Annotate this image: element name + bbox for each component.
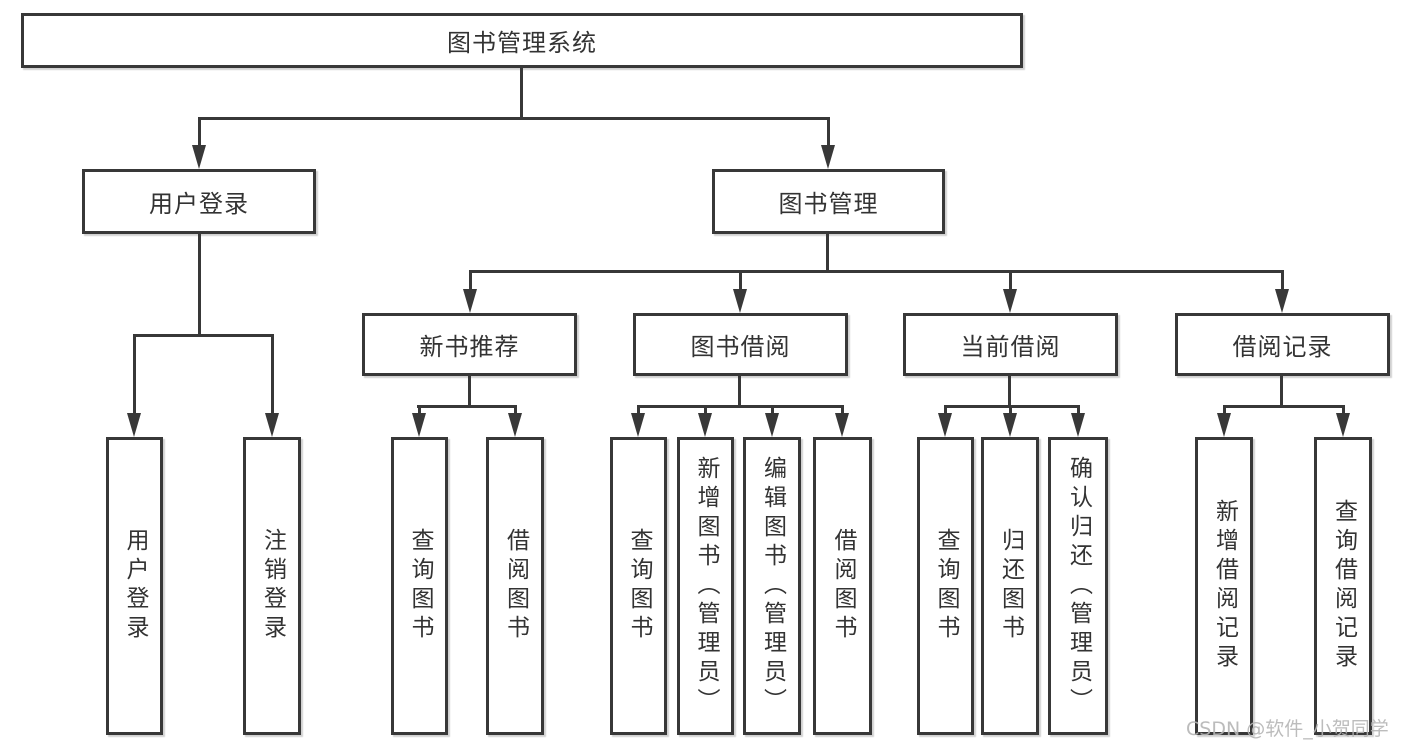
node-book-management: 图书管理	[712, 169, 945, 234]
arrow-bb-edit-books	[765, 405, 779, 437]
connector-user-login-span	[133, 334, 274, 337]
connector-br-span	[1223, 405, 1345, 408]
leaf-label: 编辑图书（管理员）	[759, 455, 786, 717]
node-label: 图书管理	[778, 190, 879, 218]
leaf-label: 新增图书（管理员）	[693, 455, 719, 717]
node-label: 用户登录	[149, 190, 249, 218]
arrow-to-book-borrow	[733, 270, 747, 313]
leaf-br-add-record: 新增借阅记录	[1195, 437, 1253, 735]
leaf-label: 借阅图书	[502, 528, 529, 644]
arrow-to-borrow-record	[1275, 270, 1289, 313]
node-label: 当前借阅	[960, 333, 1061, 361]
arrow-to-book-management	[821, 117, 835, 169]
leaf-label: 用户登录	[122, 528, 148, 644]
connector-user-login-drop	[198, 234, 201, 337]
arrow-to-logout-leaf	[265, 334, 279, 437]
arrow-bb-query-books	[631, 405, 645, 437]
leaf-bb-edit-books-admin: 编辑图书（管理员）	[743, 437, 801, 735]
arrow-nbr-query-books	[412, 405, 426, 437]
csdn-watermark: CSDN @软件_小贺同学	[1186, 718, 1389, 740]
arrow-bb-add-books	[698, 405, 712, 437]
arrow-nbr-borrow-books	[508, 405, 522, 437]
leaf-label: 注销登录	[259, 528, 286, 644]
node-library-management-system: 图书管理系统	[21, 13, 1023, 68]
connector-cb-drop	[1008, 376, 1011, 408]
leaf-nbr-query-books: 查询图书	[391, 437, 448, 735]
arrow-to-current-borrow	[1003, 270, 1017, 313]
connector-nbr-drop	[468, 376, 471, 408]
arrow-to-new-book-rec	[463, 270, 477, 313]
connector-bb-span	[637, 405, 844, 408]
node-label: 图书借阅	[690, 333, 791, 361]
node-book-borrowing: 图书借阅	[633, 313, 848, 376]
connector-root-span	[198, 117, 830, 120]
leaf-bb-query-books: 查询图书	[610, 437, 667, 735]
node-new-book-recommendation: 新书推荐	[362, 313, 577, 376]
leaf-label: 查询图书	[407, 528, 433, 644]
arrow-cb-query-books	[938, 405, 952, 437]
arrow-br-query-record	[1336, 405, 1350, 437]
leaf-label: 查询图书	[933, 528, 959, 644]
leaf-logout: 注销登录	[243, 437, 301, 735]
connector-bb-drop	[738, 376, 741, 408]
leaf-label: 归还图书	[997, 528, 1024, 644]
leaf-label: 新增借阅记录	[1211, 499, 1238, 673]
node-current-borrowing: 当前借阅	[903, 313, 1118, 376]
arrow-cb-return-books	[1003, 405, 1017, 437]
arrow-bb-borrow-books	[835, 405, 849, 437]
leaf-user-login: 用户登录	[106, 437, 163, 735]
node-label: 借阅记录	[1232, 333, 1333, 361]
leaf-cb-confirm-return-admin: 确认归还（管理员）	[1048, 437, 1108, 735]
connector-br-drop	[1280, 376, 1283, 408]
leaf-cb-query-books: 查询图书	[917, 437, 974, 735]
leaf-bb-borrow-books: 借阅图书	[813, 437, 872, 735]
leaf-label: 查询图书	[626, 528, 652, 644]
connector-cb-span	[944, 405, 1080, 408]
leaf-br-query-record: 查询借阅记录	[1314, 437, 1372, 735]
connector-book-mgmt-span	[469, 270, 1284, 273]
node-label: 新书推荐	[419, 333, 520, 361]
arrow-to-login-leaf	[127, 334, 141, 437]
node-label: 图书管理系统	[447, 29, 597, 57]
leaf-cb-return-books: 归还图书	[981, 437, 1039, 735]
arrow-to-user-login	[192, 117, 206, 169]
connector-root-drop	[520, 68, 523, 119]
leaf-label: 借阅图书	[830, 528, 856, 644]
leaf-nbr-borrow-books: 借阅图书	[486, 437, 544, 735]
node-user-login-group: 用户登录	[82, 169, 316, 234]
leaf-bb-add-books-admin: 新增图书（管理员）	[677, 437, 734, 735]
connector-book-mgmt-drop	[826, 234, 829, 273]
leaf-label: 查询借阅记录	[1330, 499, 1357, 673]
arrow-cb-confirm-return	[1071, 405, 1085, 437]
node-borrowing-records: 借阅记录	[1175, 313, 1390, 376]
connector-nbr-span	[417, 405, 517, 408]
leaf-label: 确认归还（管理员）	[1065, 455, 1092, 717]
arrow-br-add-record	[1217, 405, 1231, 437]
